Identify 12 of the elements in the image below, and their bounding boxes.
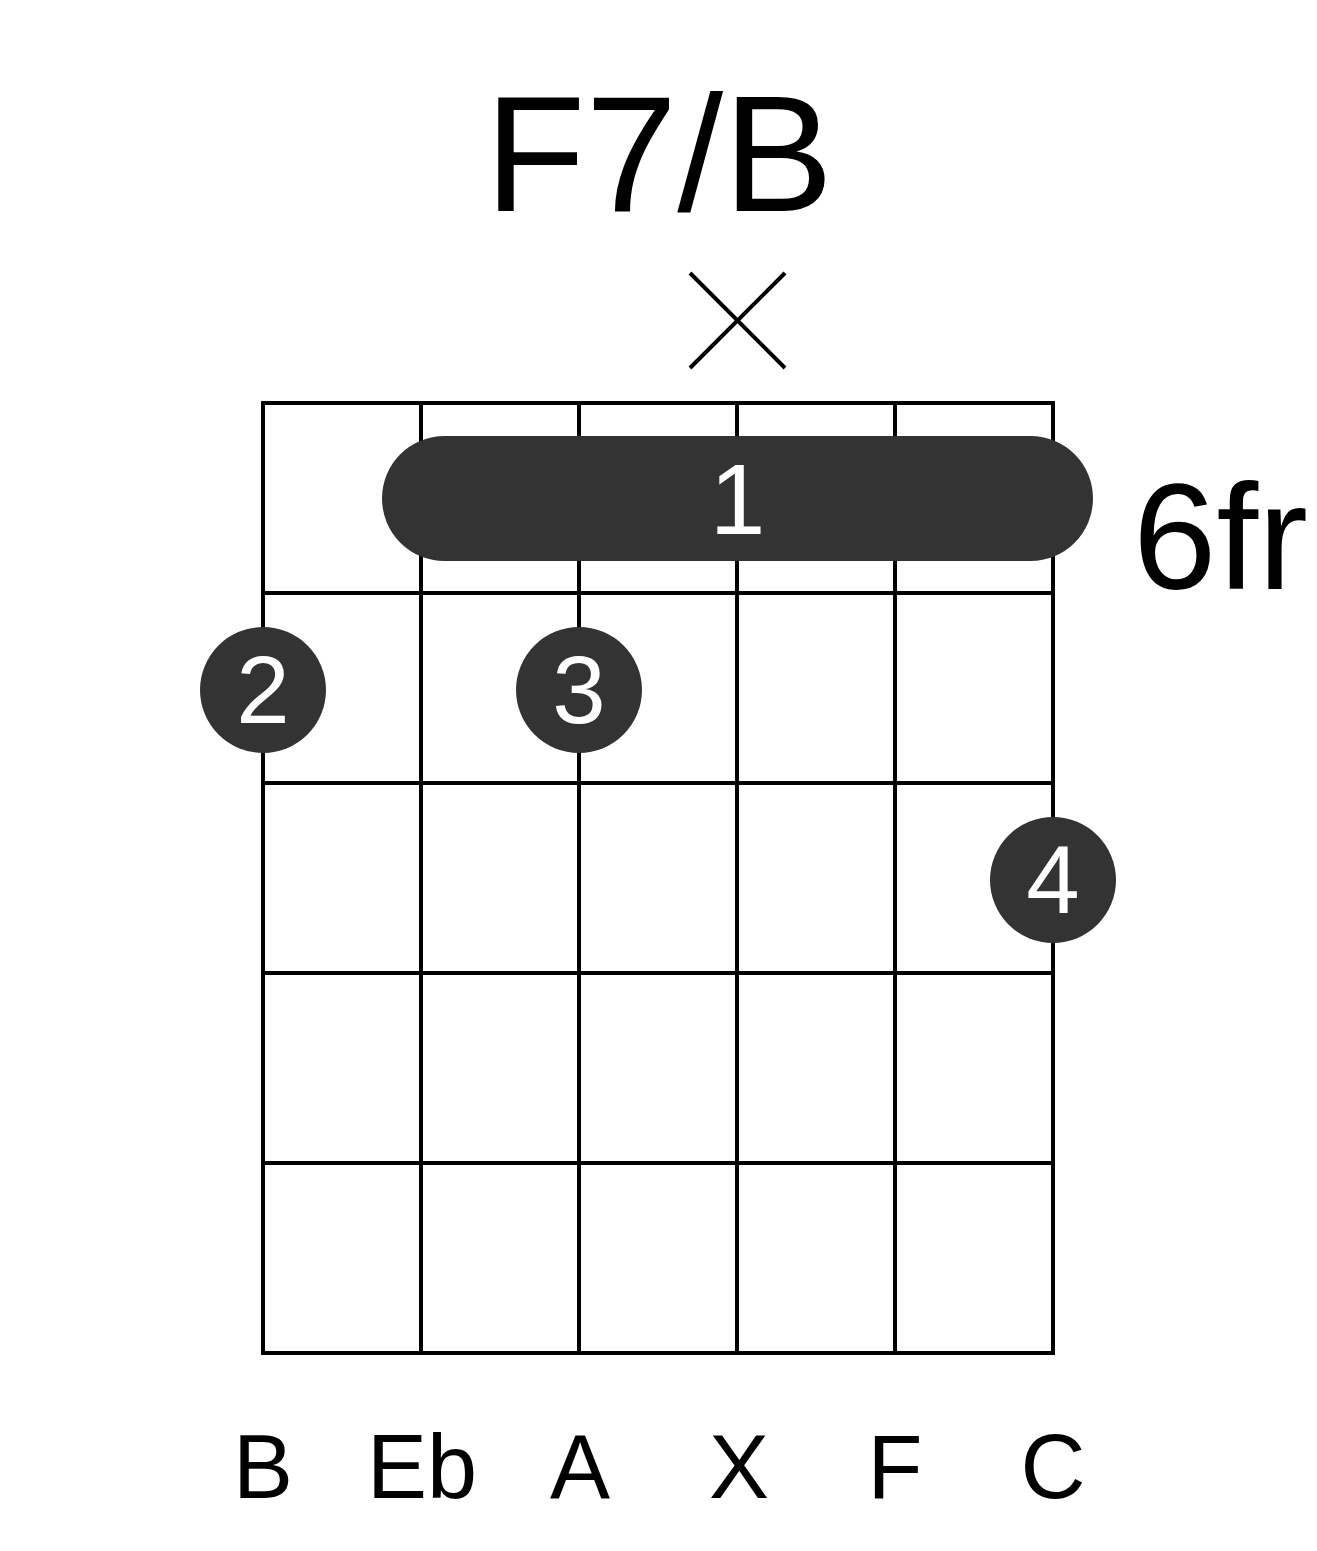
string-note-label: A — [550, 1422, 610, 1512]
chord-title: F7/B — [484, 71, 834, 237]
finger-number: 1 — [709, 448, 766, 549]
fret-position-label: 6fr — [1133, 462, 1309, 612]
string-note-label: Eb — [366, 1422, 478, 1512]
string-note-label: X — [709, 1422, 769, 1512]
finger-number: 4 — [1026, 832, 1080, 928]
string-note-label: F — [867, 1422, 923, 1512]
string-note-label: C — [1020, 1422, 1086, 1512]
string-note-label: B — [233, 1422, 293, 1512]
finger-number: 3 — [552, 642, 606, 738]
finger-number: 2 — [236, 642, 290, 738]
